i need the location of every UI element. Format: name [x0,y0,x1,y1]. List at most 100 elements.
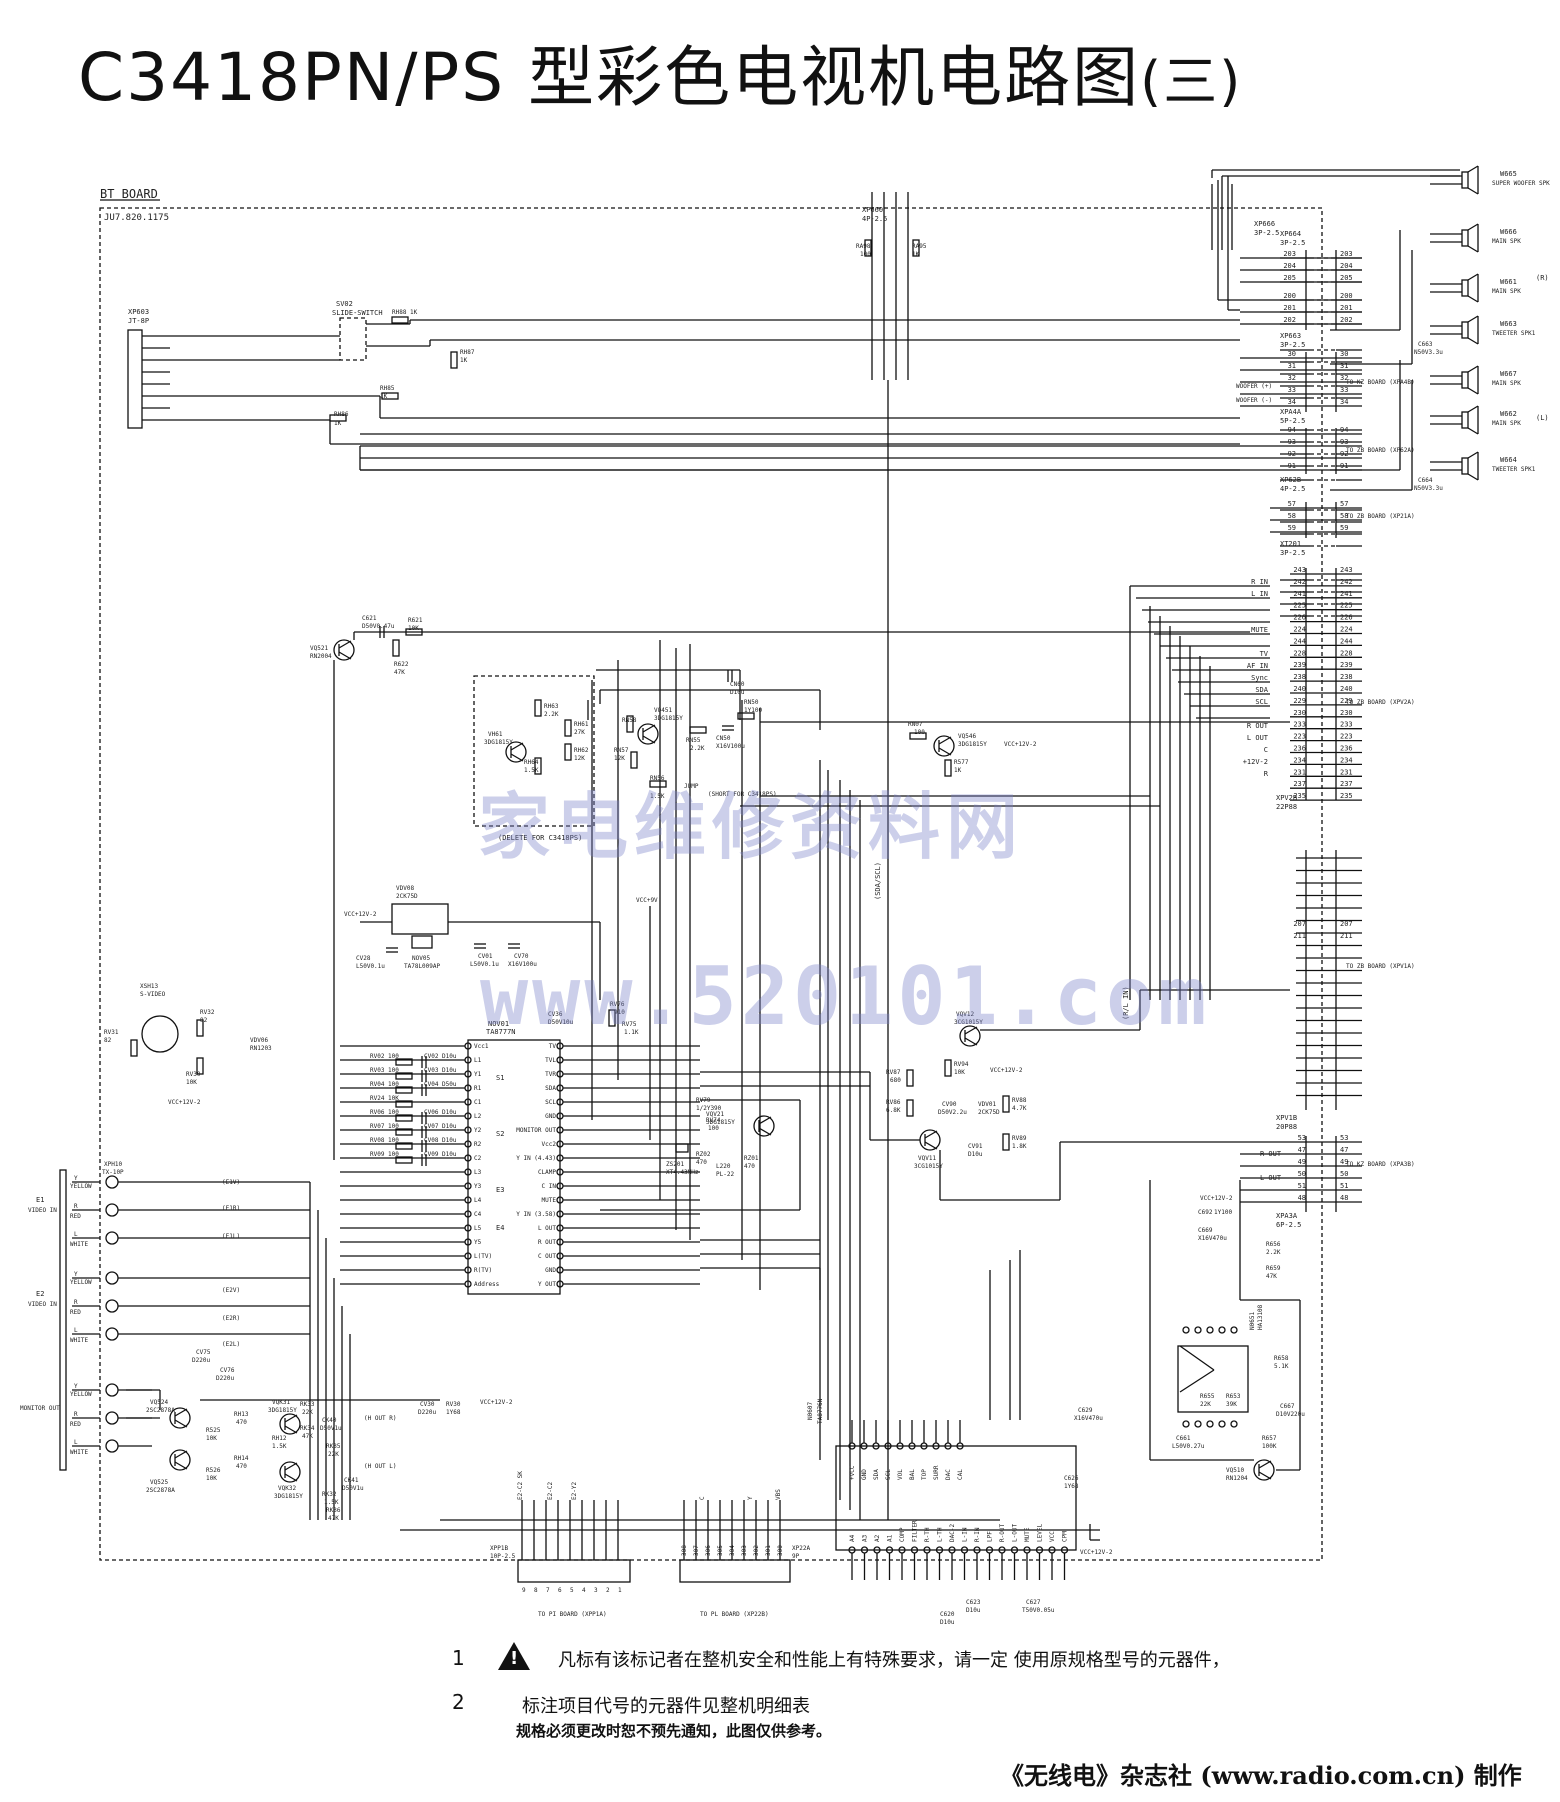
label-parts-rk36: RK36 [326,1507,341,1514]
label-parts-cv03: CV03 D10u [424,1067,457,1074]
pin-zb62-92: 92 [1288,450,1296,458]
pin-kz-34: 34 [1288,398,1296,406]
label-parts-cv70: CV70 [514,953,529,960]
pin-kz-200: 200 [1283,292,1296,300]
label-parts-ck40: CK40 [322,1417,337,1424]
pin-zb62-r-93: 93 [1340,438,1348,446]
pin-v2-231: 231 [1293,768,1306,776]
label-parts-r653_v: 39K [1226,1401,1237,1408]
label-sig_v2-mute: MUTE [1251,626,1268,634]
warning-triangle-icon [498,1642,530,1670]
label-connectors-xp664_type: 3P-2.5 [1280,239,1305,247]
label-blocks-bus_e1l: (E1L) [222,1233,240,1240]
pin-kz-r-203: 203 [1340,250,1353,258]
wire-483 [174,1419,188,1428]
pin-v2-r-231: 231 [1340,768,1353,776]
label-parts-rv88_v: 4.7K [1012,1105,1027,1112]
label-parts-r655: R655 [1200,1393,1215,1400]
label-blocks-L: L [74,1439,78,1446]
wire-217 [1467,451,1479,459]
pin-zb21-r-59: 59 [1340,524,1348,532]
pin-v2-228: 228 [1293,649,1306,657]
resistor-rv24 [395,1100,413,1108]
pin-v2-241: 241 [1293,590,1306,598]
ic-n607-bot-label-7: L-TH [937,1527,944,1542]
label-blocks-L: L [74,1231,78,1238]
label-blocks-bus_e2r: (E2R) [222,1315,240,1322]
label-connectors-xpp1b_type: 10P-2.5 [490,1553,516,1560]
resistor-rv89 [1002,1133,1010,1151]
label-parts-rv75_v: 1.1K [624,1029,639,1036]
label-parts-c620: C620 [940,1611,955,1618]
board-name: BT BOARD [100,187,158,201]
label-parts-r525_v: 10K [206,1435,217,1442]
label-connectors-xp666: XP666 [1254,220,1275,228]
label-parts-rh87: RH87 [460,349,475,356]
label-blocks-yellow: YELLOW [70,1391,92,1398]
label-parts-c667_v: D10V220u [1276,1411,1305,1418]
ic-nov01-rpin-label-9: CLAMP [538,1169,556,1176]
label-parts-cv90_v: D50V2.2u [938,1109,967,1116]
label-parts-rh88_v: 1K [410,309,418,316]
wire-486 [174,1461,188,1470]
speaker-name-w667: MAIN SPK [1492,380,1521,387]
label-blocks-yellow: YELLOW [70,1183,92,1190]
ic-nov01-rpin-label-6: MONITOR OUT [516,1127,556,1134]
label-parts-rv30b_v: 1Y68 [446,1409,461,1416]
wires [59,165,1479,1583]
transistor-vq525 [169,1449,191,1471]
label-parts-rv76: RV76 [610,1001,625,1008]
label-connectors-xph10_type: TX-10P [102,1169,124,1176]
label-parts-l220: L220 [716,1163,731,1170]
ic-nov01-lpin-label-15: L(TV) [474,1253,492,1260]
wire-444 [1258,1471,1272,1480]
pin-v2-r-236: 236 [1340,745,1353,753]
page-title: C3418PN/PS 型彩色电视机电路图(三) [78,24,1242,120]
label-bottom_sig_p1-0: E2-C2 SK [517,1471,524,1500]
label-parts-vq525_t: 2SC2878A [146,1487,175,1494]
wire-443 [1258,1460,1272,1469]
ic-nov01 [467,1039,561,1295]
resistor-rv31 [130,1039,138,1057]
label-parts-rz01: RZ01 [744,1155,759,1162]
ic-nov01-rpin-label-13: L OUT [538,1225,556,1232]
label-blocks-y: Y [74,1271,78,1278]
label-blocks-red: RED [70,1309,81,1316]
pin-a3-r-49: 49 [1340,1158,1348,1166]
label-parts-r622: R622 [394,661,409,668]
ic-n651-bot-3 [1218,1420,1226,1428]
label-blocks-short_for: (SHORT FOR C3418PS) [708,791,777,798]
label-parts-rk35: RK35 [326,1443,341,1450]
wire-298 [938,736,952,745]
label-parts-rv30b: RV30 [446,1401,461,1408]
pin-p1-9: 9 [522,1587,526,1594]
label-parts-vq521_t: RN2004 [310,653,332,660]
label-blocks-hout_r: (H OUT R) [364,1415,397,1422]
title-suffix: (三) [1140,50,1243,113]
pin-v2-r-230: 230 [1340,709,1353,717]
label-caps_spk-c664: C664 [1418,477,1433,484]
label-parts-c692_v: 1Y100 [1214,1209,1232,1216]
label-blocks-red: RED [70,1421,81,1428]
label-parts-ra95: RA95 [912,243,927,250]
label-parts-rh61_v: 27K [574,729,585,736]
label-parts-rk33_v: 22K [302,1409,313,1416]
transistor-vqv21 [753,1115,775,1137]
label-parts-vq524_t: 2SC2878A [146,1407,175,1414]
label-connectors-xp603_type: JT-8P [128,317,149,325]
pin-p2-307: 307 [693,1545,700,1556]
label-parts-r655_v: 22K [1200,1401,1211,1408]
label-parts-rn56_v: 1.5K [650,793,665,800]
label-parts-vqv12: VQV12 [956,1011,974,1018]
ic-n607-top-label-8: DAC [945,1469,952,1480]
label-parts-c627_v: T50V0.05u [1022,1607,1055,1614]
pin-kz-205: 205 [1283,274,1296,282]
ic-nov01-lpin-label-9: L3 [474,1169,482,1176]
label-parts-rv04: RV04 100 [370,1081,399,1088]
label-parts-cv36_v: D50V10u [548,1019,574,1026]
transistor-vh61 [505,741,527,763]
pin-zb62-94: 94 [1288,426,1296,434]
label-ic-n607: N0607 [807,1402,814,1420]
label-parts-rh12_v: 1.5K [272,1443,287,1450]
label-parts-rn50: RN50 [744,699,759,706]
